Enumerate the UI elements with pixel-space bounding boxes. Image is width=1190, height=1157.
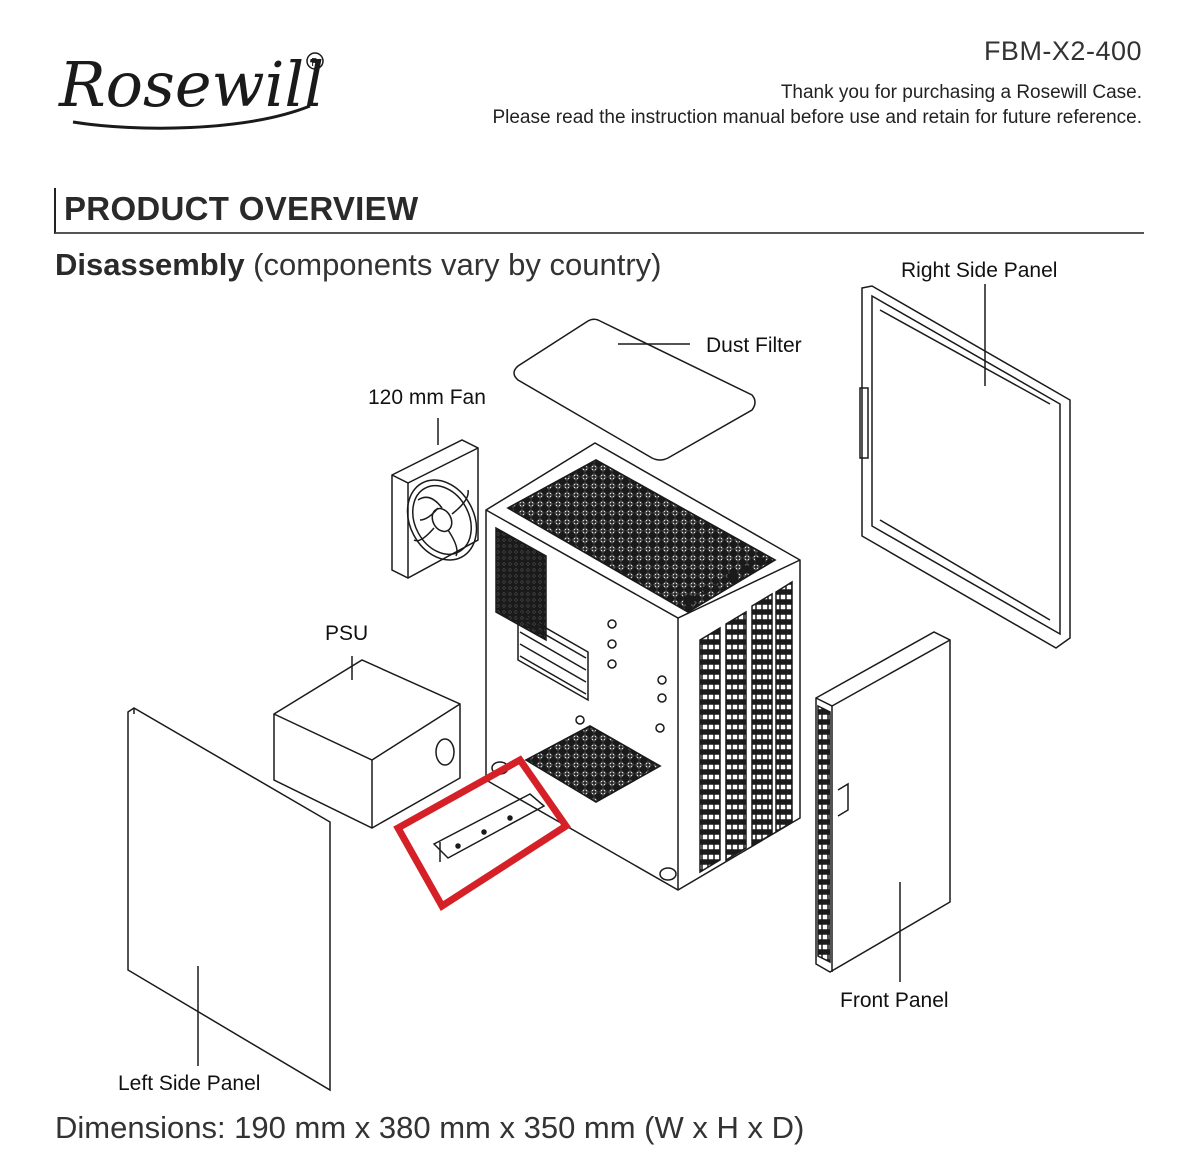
rosewill-logo: Rosewill R (55, 36, 345, 136)
label-psu: PSU (325, 622, 369, 645)
right-side-panel (859, 284, 1071, 649)
svg-text:R: R (311, 56, 319, 69)
model-number: FBM-X2-400 (983, 36, 1142, 66)
section-header: PRODUCT OVERVIEW (54, 188, 1144, 234)
label-fan: 120 mm Fan (368, 386, 486, 409)
label-right-side-panel: Right Side Panel (901, 259, 1058, 282)
subheading-bold: Disassembly (55, 247, 245, 282)
dust-filter (513, 318, 756, 461)
thanks-line-1: Thank you for purchasing a Rosewill Case… (780, 82, 1142, 103)
front-panel (815, 631, 951, 982)
exploded-diagram: Right Side Panel Dust Filter 120 mm Fan … (0, 259, 1190, 1100)
label-dust-filter: Dust Filter (706, 334, 802, 357)
left-side-panel (127, 707, 331, 1092)
label-front-panel: Front Panel (840, 989, 949, 1012)
label-left-side-panel: Left Side Panel (118, 1072, 261, 1095)
psu-bracket (393, 755, 571, 911)
section-title: PRODUCT OVERVIEW (64, 190, 419, 227)
fan (391, 418, 479, 579)
psu (273, 656, 461, 829)
subheading-rest: (components vary by country) (244, 247, 662, 282)
dimensions-text: Dimensions: 190 mm x 380 mm x 350 mm (W … (55, 1110, 805, 1145)
chassis (485, 442, 801, 891)
logo-text: Rosewill (58, 48, 324, 121)
thanks-line-2: Please read the instruction manual befor… (492, 107, 1142, 128)
subheading: Disassembly (components vary by country) (55, 247, 662, 283)
